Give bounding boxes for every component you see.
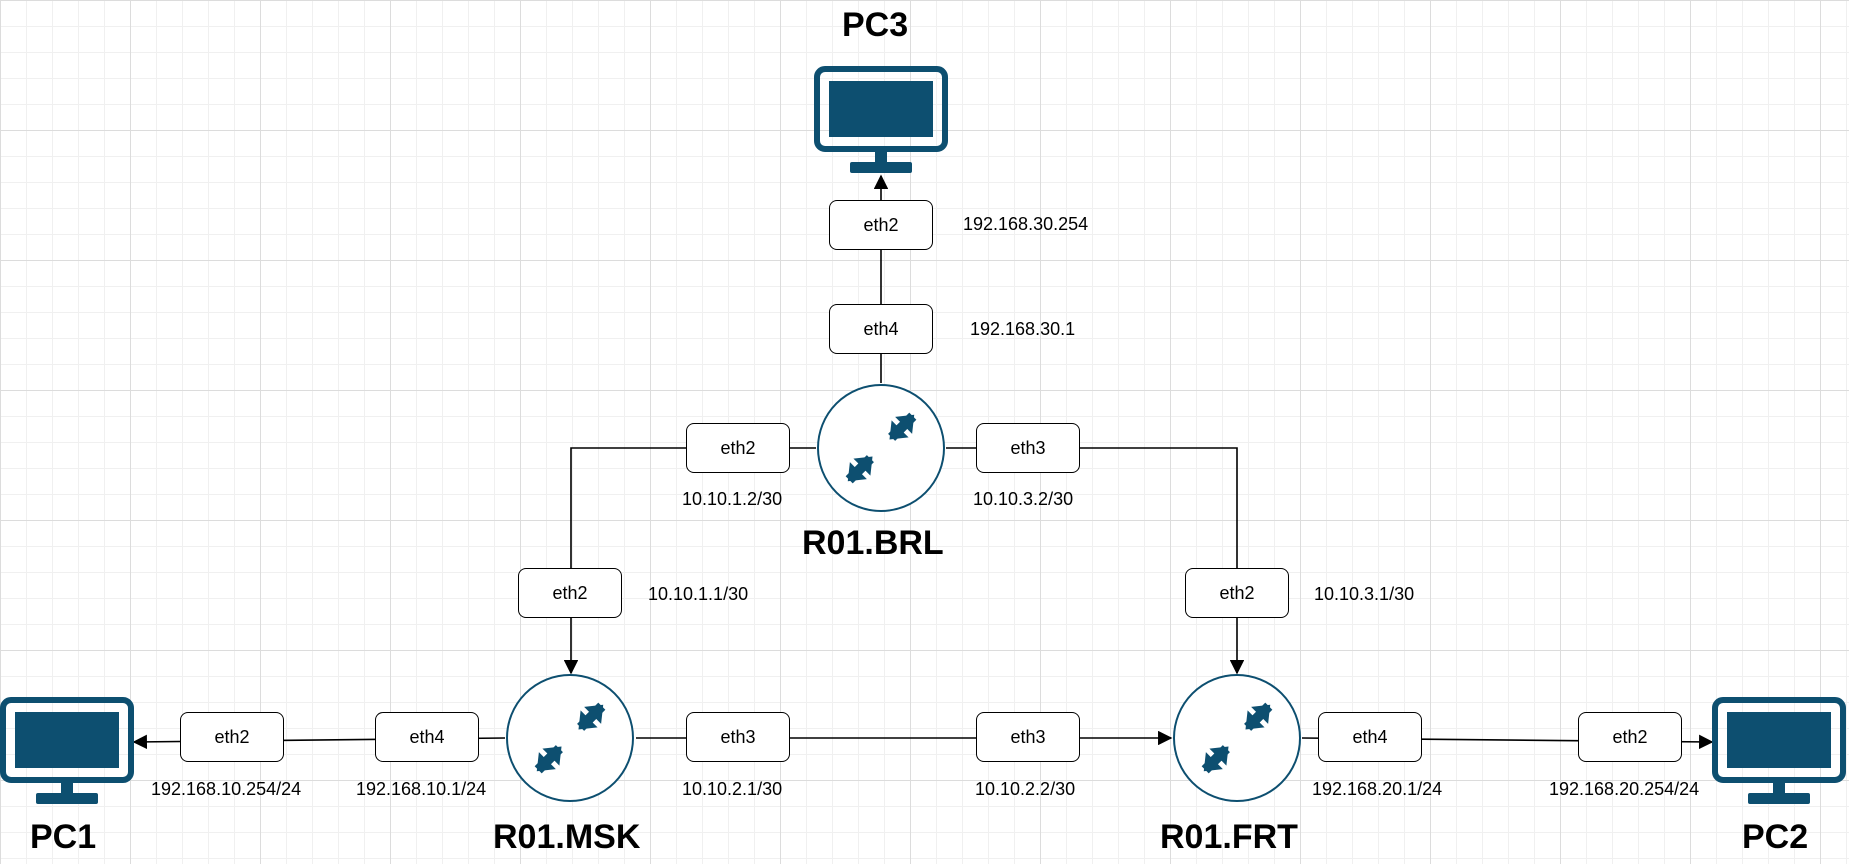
- ip-pc1: 192.168.10.254/24: [151, 779, 302, 799]
- router-frt-icon[interactable]: [1172, 673, 1302, 803]
- pc1-label: PC1: [30, 818, 97, 856]
- pc3-label: PC3: [842, 6, 909, 44]
- ip-msk-eth3: 10.10.2.1/30: [682, 779, 783, 799]
- ip-brl-eth2: 10.10.1.2/30: [682, 489, 783, 509]
- router-brl-icon[interactable]: [816, 383, 946, 513]
- ip-brl-eth3: 10.10.3.2/30: [973, 489, 1074, 509]
- iface-frt-eth2[interactable]: eth2: [1185, 568, 1289, 618]
- iface-brl-eth4[interactable]: eth4: [829, 304, 933, 354]
- iface-frt-eth3[interactable]: eth3: [976, 712, 1080, 762]
- router-msk-icon[interactable]: [505, 673, 635, 803]
- iface-frt-eth4[interactable]: eth4: [1318, 712, 1422, 762]
- iface-msk-eth3[interactable]: eth3: [686, 712, 790, 762]
- iface-msk-eth4[interactable]: eth4: [375, 712, 479, 762]
- iface-pc3-eth2[interactable]: eth2: [829, 200, 933, 250]
- router-msk-label: R01.MSK: [493, 818, 641, 856]
- iface-pc2-eth2[interactable]: eth2: [1578, 712, 1682, 762]
- iface-pc1-eth2[interactable]: eth2: [180, 712, 284, 762]
- ip-msk-eth4: 192.168.10.1/24: [356, 779, 487, 799]
- pc1-icon[interactable]: [0, 697, 134, 807]
- pc2-label: PC2: [1742, 818, 1809, 856]
- router-frt-label: R01.FRT: [1160, 818, 1298, 856]
- ip-brl-eth4: 192.168.30.1: [970, 319, 1076, 339]
- link-brl-frt: [946, 447, 1245, 675]
- router-brl-label: R01.BRL: [802, 524, 944, 562]
- ip-pc2: 192.168.20.254/24: [1549, 779, 1700, 799]
- ip-frt-eth4: 192.168.20.1/24: [1312, 779, 1443, 799]
- iface-brl-eth2[interactable]: eth2: [686, 423, 790, 473]
- ip-frt-eth2: 10.10.3.1/30: [1314, 584, 1415, 604]
- pc2-icon[interactable]: [1712, 697, 1846, 807]
- pc3-icon[interactable]: [814, 66, 948, 176]
- ip-pc3: 192.168.30.254: [963, 214, 1089, 234]
- iface-brl-eth3[interactable]: eth3: [976, 423, 1080, 473]
- iface-msk-eth2[interactable]: eth2: [518, 568, 622, 618]
- ip-msk-eth2: 10.10.1.1/30: [648, 584, 749, 604]
- link-brl-msk: [563, 447, 816, 675]
- ip-frt-eth3: 10.10.2.2/30: [975, 779, 1076, 799]
